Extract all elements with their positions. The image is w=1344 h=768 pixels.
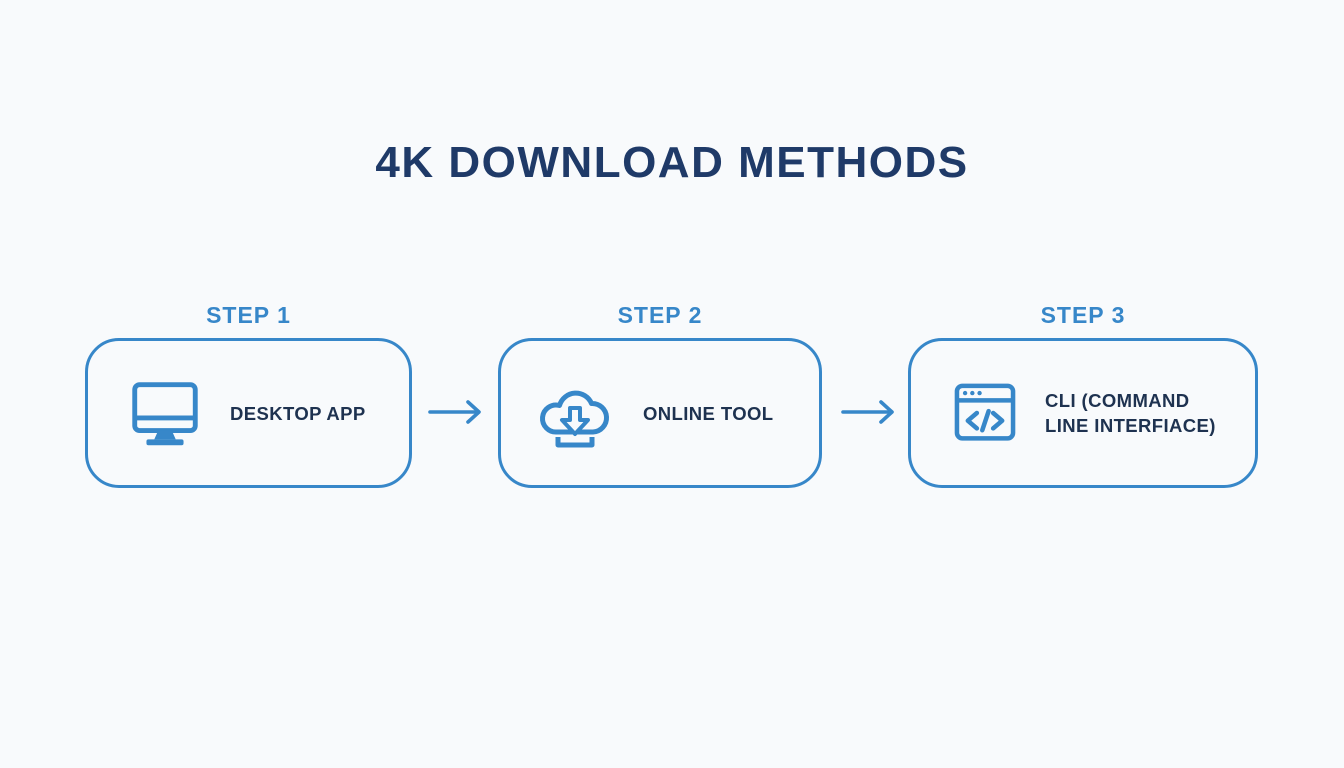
- right-arrow-icon: [841, 400, 894, 424]
- step-3-method-label: CLI (COMMAND LINE INTERFIACE): [1045, 390, 1216, 436]
- step-3-label: STEP 3: [1040, 302, 1126, 328]
- step-1-group: STEP 1 DESKTOP APP: [85, 300, 412, 488]
- step-2-method-label: ONLINE TOOL: [643, 402, 774, 424]
- step-1-box: DESKTOP APP: [85, 338, 412, 488]
- step-1-label: STEP 1: [206, 302, 291, 328]
- step-2-group: STEP 2 ONLINE TOOL: [498, 300, 822, 488]
- cloud-download-icon: [531, 374, 619, 452]
- desktop-monitor-icon: [124, 375, 206, 451]
- step-2-label: STEP 2: [617, 302, 703, 328]
- code-window-icon: [947, 377, 1023, 449]
- step-3-group: STEP 3 CLI (COMMAND LINE INTERFIACE): [908, 300, 1258, 488]
- right-arrow-icon: [428, 400, 481, 424]
- diagram-title: 4K DOWNLOAD METHODS: [375, 138, 969, 187]
- step-1-method-label: DESKTOP APP: [230, 402, 366, 424]
- step-2-box: ONLINE TOOL: [498, 338, 822, 488]
- step-3-box: CLI (COMMAND LINE INTERFIACE): [908, 338, 1258, 488]
